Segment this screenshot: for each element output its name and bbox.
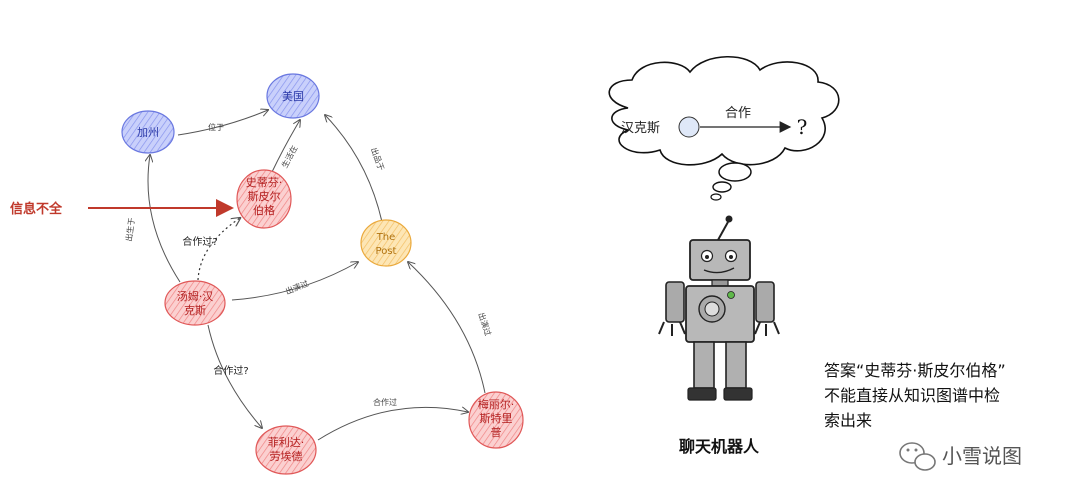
edge-acted-in-1	[231, 262, 358, 301]
edge-acted-in-2	[408, 262, 486, 394]
label-released-in: 出品于	[369, 146, 387, 172]
answer-line-3: 索出来	[824, 411, 872, 430]
node-spielberg-line1: 史蒂芬·	[246, 176, 283, 189]
info-incomplete-annotation: 信息不全	[10, 199, 234, 217]
label-acted-in-2: 出演过	[476, 311, 493, 337]
robot-illustration	[658, 215, 780, 401]
thought-bubble: 汉克斯 合作 ?	[608, 55, 840, 201]
node-spielberg-line2: 斯皮尔	[248, 190, 281, 203]
node-the-post: The Post	[360, 219, 412, 267]
node-spielberg: 史蒂芬· 斯皮尔 伯格	[236, 169, 292, 229]
edge-released-in	[325, 115, 383, 223]
node-lawford: 菲利达· 劳埃德	[255, 425, 317, 475]
node-tom-hanks-line1: 汤姆·汉	[177, 289, 214, 303]
node-spielberg-line3: 伯格	[253, 203, 275, 217]
node-streep: 梅丽尔· 斯特里 普	[468, 391, 524, 449]
graph-edges	[148, 110, 486, 441]
node-california-label: 加州	[137, 126, 159, 139]
edge-cooperated	[317, 407, 468, 441]
edge-cooperated-question-1	[197, 218, 240, 281]
thought-subject: 汉克斯	[621, 121, 660, 136]
subject-node-icon	[678, 116, 700, 138]
node-the-post-line1: The	[376, 232, 396, 243]
node-streep-line3: 普	[491, 425, 502, 439]
label-cooperated: 合作过	[373, 397, 397, 407]
edge-located-in	[177, 110, 268, 136]
thought-relation: 合作	[725, 106, 751, 121]
label-born-in: 出生于	[123, 217, 136, 242]
node-streep-line1: 梅丽尔·	[478, 397, 515, 411]
node-lawford-line1: 菲利达·	[268, 436, 305, 449]
label-acted-in-1: 出演过	[284, 278, 310, 296]
node-california: 加州	[121, 110, 175, 154]
edge-lives-in	[271, 120, 300, 173]
node-tom-hanks: 汤姆·汉 克斯	[164, 280, 226, 326]
edge-labels: 位于 生活在 出品于 出生于 合作过? 出演过 出演过 合作过? 合作过	[123, 122, 493, 407]
thought-object: ?	[797, 115, 808, 139]
answer-line-2: 不能直接从知识图谱中检	[824, 386, 1000, 405]
answer-block: 答案“史蒂芬·斯皮尔伯格” 不能直接从知识图谱中检 索出来	[824, 361, 1006, 430]
node-tom-hanks-line2: 克斯	[184, 304, 206, 317]
label-cooperated-question-2: 合作过?	[213, 364, 248, 377]
answer-line-1: 答案“史蒂芬·斯皮尔伯格”	[824, 361, 1006, 380]
node-lawford-line2: 劳埃德	[270, 449, 303, 463]
label-lives-in: 生活在	[279, 144, 299, 170]
label-located-in: 位于	[208, 122, 224, 132]
info-incomplete-label: 信息不全	[10, 201, 63, 217]
edge-born-in	[148, 155, 181, 283]
antenna-icon	[725, 215, 733, 223]
node-usa: 美国	[266, 73, 320, 119]
wechat-icon	[899, 442, 936, 471]
watermark: 小雪说图	[899, 442, 1022, 471]
robot-caption: 聊天机器人	[679, 437, 760, 456]
node-the-post-line2: Post	[376, 246, 397, 257]
node-usa-label: 美国	[282, 90, 304, 103]
node-streep-line2: 斯特里	[480, 411, 513, 425]
edge-cooperated-question-2	[207, 324, 262, 428]
label-cooperated-question-1: 合作过?	[182, 235, 217, 248]
watermark-text: 小雪说图	[942, 444, 1022, 468]
